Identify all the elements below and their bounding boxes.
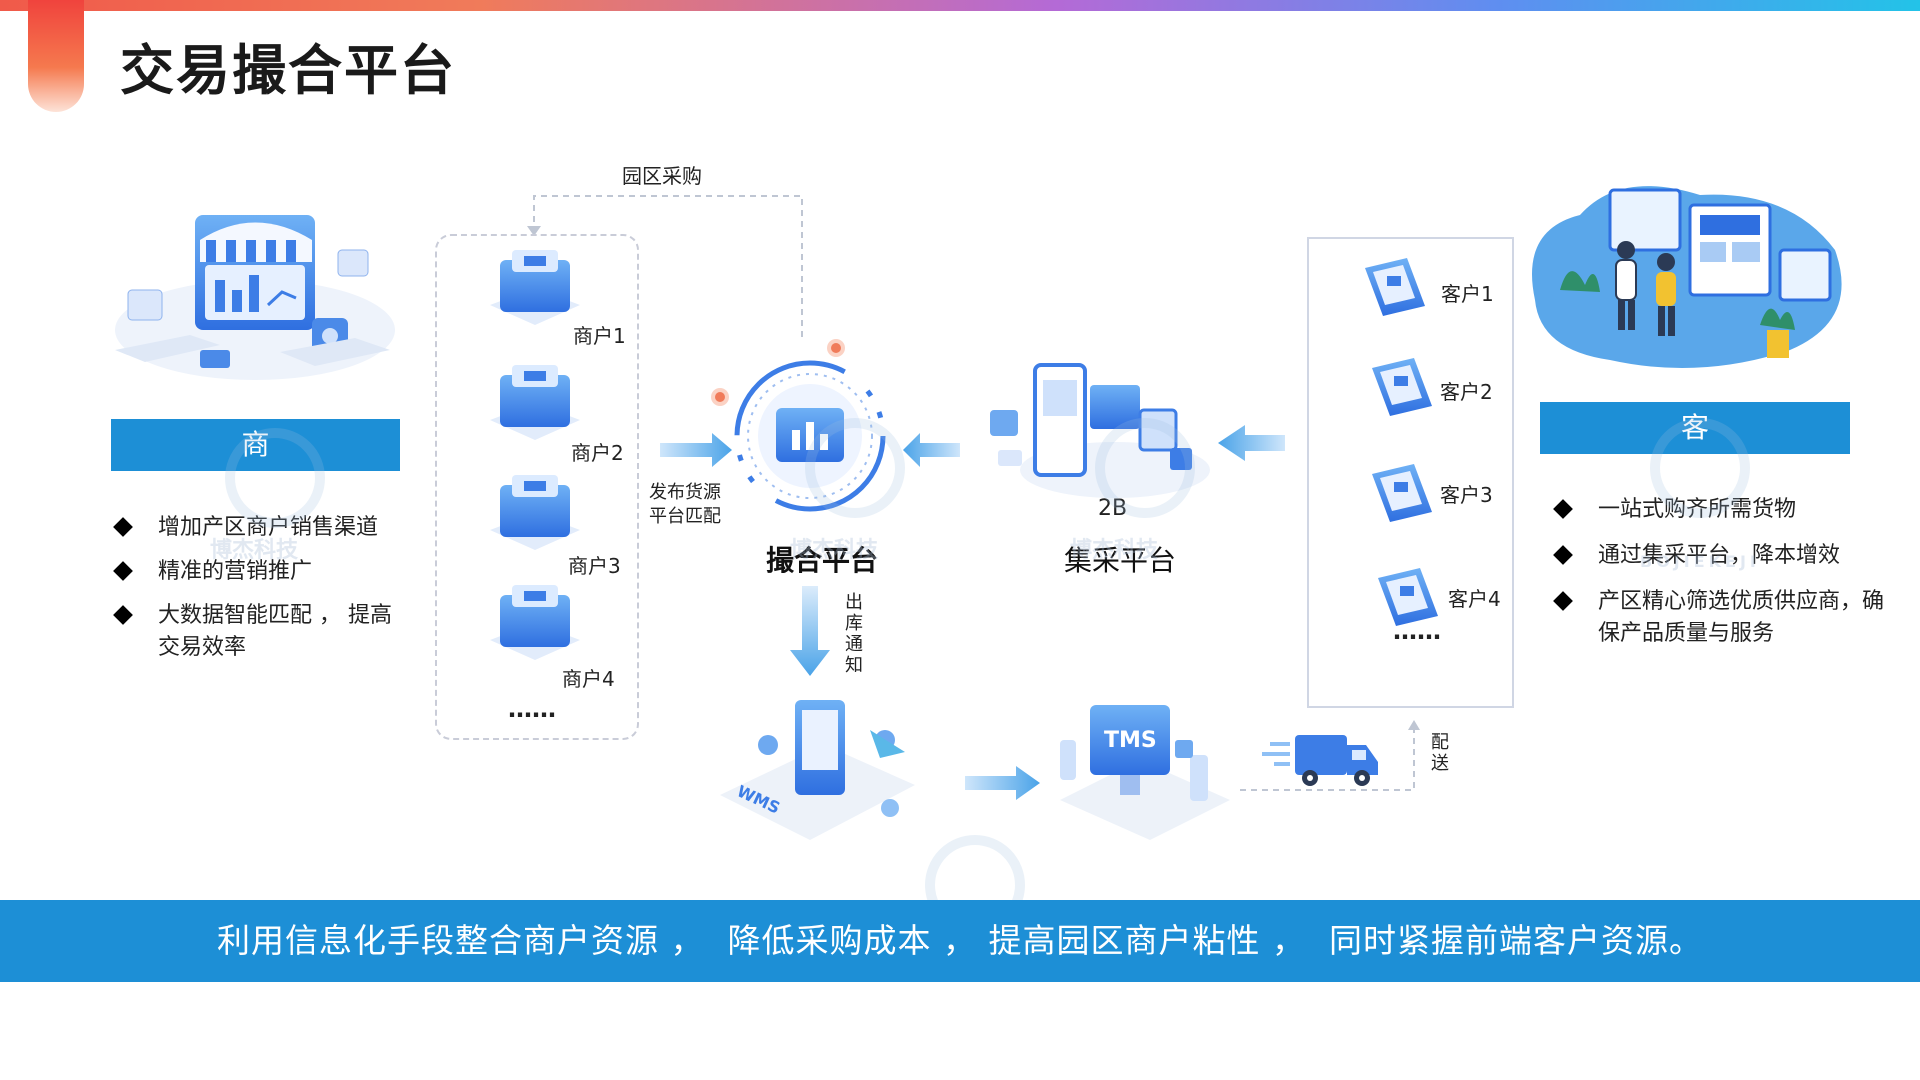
customer-label: 客户4 [1448,587,1501,611]
merchant-more-label: …… [508,695,556,723]
watermark-text-en: BOJIEKEJI [1640,552,1760,571]
customer-label: 客户2 [1440,380,1493,404]
customer-benefit-item: 产区精心筛选优质供应商，确保产品质量与服务 [1550,586,1900,650]
title-accent-tab [28,0,84,112]
customer-benefit-item: 通过集采平台，降本增效 [1550,540,1900,572]
customer-more-label: …… [1393,617,1441,645]
delivery-label: 配送 [1431,732,1449,774]
diamond-bullet-icon [113,605,133,625]
customer-label: 客户1 [1441,282,1494,306]
diamond-bullet-icon [1553,591,1573,611]
arrow-to-wms [790,586,830,676]
outbound-notice-label: 出库通知 [845,592,863,676]
watermark-text: 博杰科技 [790,538,879,563]
arrow-from-procurement [903,433,960,467]
merchant-label: 商户3 [568,554,621,578]
top-gradient-bar [0,0,1920,11]
footer-text: 利用信息化手段整合商户资源 ， 降低采购成本 ， 提高园区商户粘性 ， 同时紧握… [217,921,1703,960]
publish-goods-label: 发布货源 [649,482,721,503]
delivery-path [1240,728,1415,791]
merchant-icons [490,250,580,660]
diamond-bullet-icon [1553,545,1573,565]
procurement-platform-label: 集采平台 [1064,544,1177,577]
watermark-text: 博杰科技 [1070,538,1159,563]
merchant-label: 商户2 [571,441,624,465]
watermark-logo-icon [225,428,325,528]
park-purchase-label: 园区采购 [622,164,702,188]
customer-icons [1365,258,1438,626]
wms-illustration [720,700,915,840]
customers-illustration [1532,186,1842,368]
watermark-text: 博杰科技 [210,538,299,563]
tms-label: TMS [1104,728,1157,753]
merchant-list-box [435,234,639,740]
customer-benefits-list: 一站式购齐所需货物 通过集采平台，降本增效 产区精心筛选优质供应商，确保产品质量… [1550,494,1900,664]
merchant-benefit-item: 大数据智能匹配 ， 提高交易效率 [110,600,410,664]
diamond-bullet-icon [1553,499,1573,519]
watermark-logo-icon [1095,418,1195,518]
diamond-bullet-icon [113,517,133,537]
arrow-to-matching [660,433,732,467]
platform-match-label: 平台匹配 [649,506,721,527]
customer-list-box [1307,237,1514,708]
matching-platform-label: 撮合平台 [766,544,879,577]
watermark-logo-icon [805,418,905,518]
customer-label: 客户3 [1440,483,1493,507]
merchant-benefit-item: 精准的营销推广 [110,556,410,588]
tms-illustration [1060,705,1230,840]
merchant-label: 商户4 [562,667,615,691]
arrow-to-tms [965,766,1040,800]
watermark-logo-icon [1650,418,1750,518]
park-purchase-path [533,195,803,337]
merchant-label: 商户1 [573,324,626,348]
diamond-bullet-icon [113,561,133,581]
footer-bar [0,900,1920,982]
truck-icon [1262,735,1378,786]
shop-illustration [115,215,395,380]
arrow-from-customers [1218,425,1285,461]
page-title: 交易撮合平台 [120,39,456,102]
